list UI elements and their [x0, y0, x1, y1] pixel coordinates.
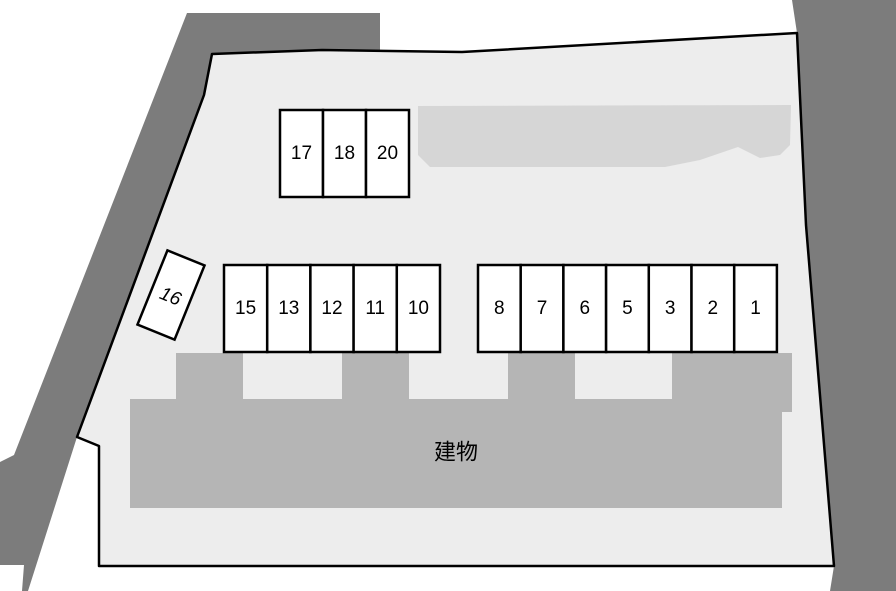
parking-space[interactable]: 13: [265, 263, 312, 354]
parking-space[interactable]: 5: [604, 263, 651, 354]
space-number: 3: [665, 298, 676, 319]
parking-space[interactable]: 1: [732, 263, 779, 354]
parking-space[interactable]: 10: [395, 263, 442, 354]
parking-space[interactable]: 15: [222, 263, 269, 354]
space-outline: [395, 263, 442, 354]
space-outline: [265, 263, 312, 354]
space-number: 5: [622, 298, 633, 319]
space-outline: [222, 263, 269, 354]
space-number: 6: [579, 298, 590, 319]
space-number: 20: [377, 143, 398, 164]
space-number: 10: [408, 298, 429, 319]
space-outline: [732, 263, 779, 354]
space-outline: [321, 108, 368, 199]
parking-space[interactable]: 7: [519, 263, 565, 354]
middle-right-row: 8 7 6 5 3 2 1: [476, 263, 779, 354]
building-label: 建物: [434, 441, 478, 466]
building: [130, 353, 792, 508]
space-outline: [562, 263, 608, 354]
parking-space[interactable]: 12: [309, 263, 355, 354]
planting-area: [418, 105, 791, 167]
space-outline: [690, 263, 736, 354]
parking-space[interactable]: 6: [562, 263, 608, 354]
space-number: 13: [278, 298, 299, 319]
road-left: [0, 13, 380, 591]
space-outline: [352, 263, 399, 354]
space-number: 17: [291, 143, 312, 164]
space-outline: [604, 263, 651, 354]
middle-left-row: 15 13 12 11 10: [222, 263, 442, 354]
space-number: 8: [494, 298, 505, 319]
parking-space[interactable]: 2: [690, 263, 736, 354]
parking-space[interactable]: 11: [352, 263, 399, 354]
space-number: 7: [537, 298, 548, 319]
space-outline: [364, 108, 411, 199]
space-number: 11: [365, 298, 385, 319]
top-row: 17 18 20: [278, 108, 411, 199]
space-number: 18: [334, 143, 355, 164]
parking-space[interactable]: 17: [278, 108, 325, 199]
parking-space[interactable]: 18: [321, 108, 368, 199]
space-outline: [278, 108, 325, 199]
parking-space-angled[interactable]: 16: [135, 248, 207, 342]
space-number: 12: [321, 298, 342, 319]
parking-space[interactable]: 20: [364, 108, 411, 199]
space-number: 15: [235, 298, 256, 319]
space-number: 1: [750, 298, 761, 319]
road-right: [792, 0, 896, 591]
space-number: 2: [708, 298, 719, 319]
parking-space[interactable]: 3: [647, 263, 693, 354]
parking-space[interactable]: 8: [476, 263, 522, 354]
space-outline: [476, 263, 522, 354]
